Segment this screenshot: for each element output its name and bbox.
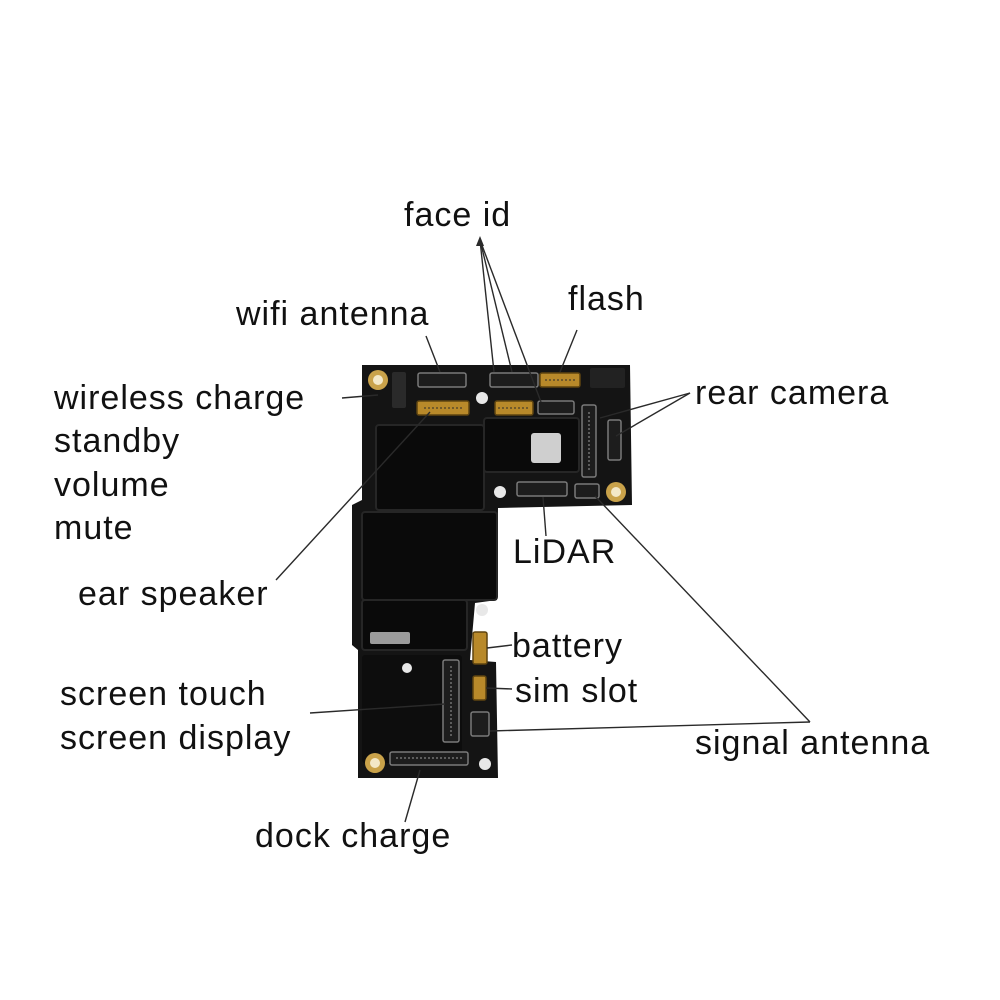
leader-dock-charge [404, 769, 421, 823]
leader-wifi-antenna [425, 335, 441, 373]
label-dock-charge: dock charge [255, 817, 451, 855]
leader-sim-slot [485, 687, 513, 690]
leader-ear-speaker [275, 411, 431, 581]
connector-wifi-antenna [417, 372, 467, 388]
label-mute: mute [54, 509, 134, 547]
label-sim-slot: sim slot [515, 672, 638, 710]
connector-face-id-3 [537, 400, 575, 415]
lower-board-area [362, 655, 462, 763]
connector-flash [539, 372, 581, 388]
chip-silver-strip [370, 632, 410, 644]
leader-rear-camera-2 [615, 392, 691, 437]
leader-face-id-1 [479, 239, 495, 373]
leader-lidar [542, 496, 547, 537]
leader-battery [486, 644, 513, 649]
connector-face-id-1 [489, 372, 539, 388]
label-battery: battery [512, 627, 623, 665]
connector-signal-antenna-bottom [470, 711, 490, 737]
connector-top-right [590, 368, 625, 388]
label-ear-speaker: ear speaker [78, 575, 269, 613]
motherboard [352, 365, 632, 778]
leader-screen [309, 703, 446, 714]
connector-lidar [516, 481, 568, 497]
connector-sim-slot [472, 675, 487, 701]
connector-battery [472, 631, 488, 665]
chip-soc [375, 424, 485, 511]
connector-wireless-charge [416, 400, 470, 416]
mounting-holes [365, 370, 626, 773]
label-wireless-charge: wireless charge [53, 379, 305, 417]
label-face-id: face id [404, 196, 511, 234]
leader-face-id-3 [479, 239, 542, 403]
chip-shield-middle [361, 511, 498, 601]
label-volume: volume [54, 466, 170, 504]
connector-signal-antenna-top [574, 483, 600, 499]
connector-standby-volume [392, 372, 406, 408]
label-rear-camera: rear camera [695, 374, 889, 412]
leader-face-id-arrowhead [476, 236, 484, 246]
label-flash: flash [568, 280, 645, 318]
leader-signal-antenna-2 [489, 721, 811, 732]
connector-rear-camera-2 [607, 419, 622, 461]
leader-lines [275, 236, 811, 823]
leader-flash [559, 329, 578, 373]
leader-face-id-2 [479, 239, 513, 373]
labels: face id flash wifi antenna wireless char… [53, 196, 930, 855]
label-signal-antenna: signal antenna [695, 724, 930, 762]
leader-rear-camera-1 [599, 392, 691, 419]
connector-pins [396, 379, 590, 759]
leader-signal-antenna-1 [594, 495, 811, 723]
chip-silver-pad [531, 433, 561, 463]
label-standby: standby [54, 422, 180, 460]
label-screen-touch: screen touch [60, 675, 267, 713]
leader-wireless-charge [341, 394, 379, 399]
label-screen-display: screen display [60, 719, 291, 757]
label-lidar: LiDAR [513, 533, 616, 571]
label-wifi-antenna: wifi antenna [235, 295, 429, 333]
connector-screen [442, 659, 460, 743]
